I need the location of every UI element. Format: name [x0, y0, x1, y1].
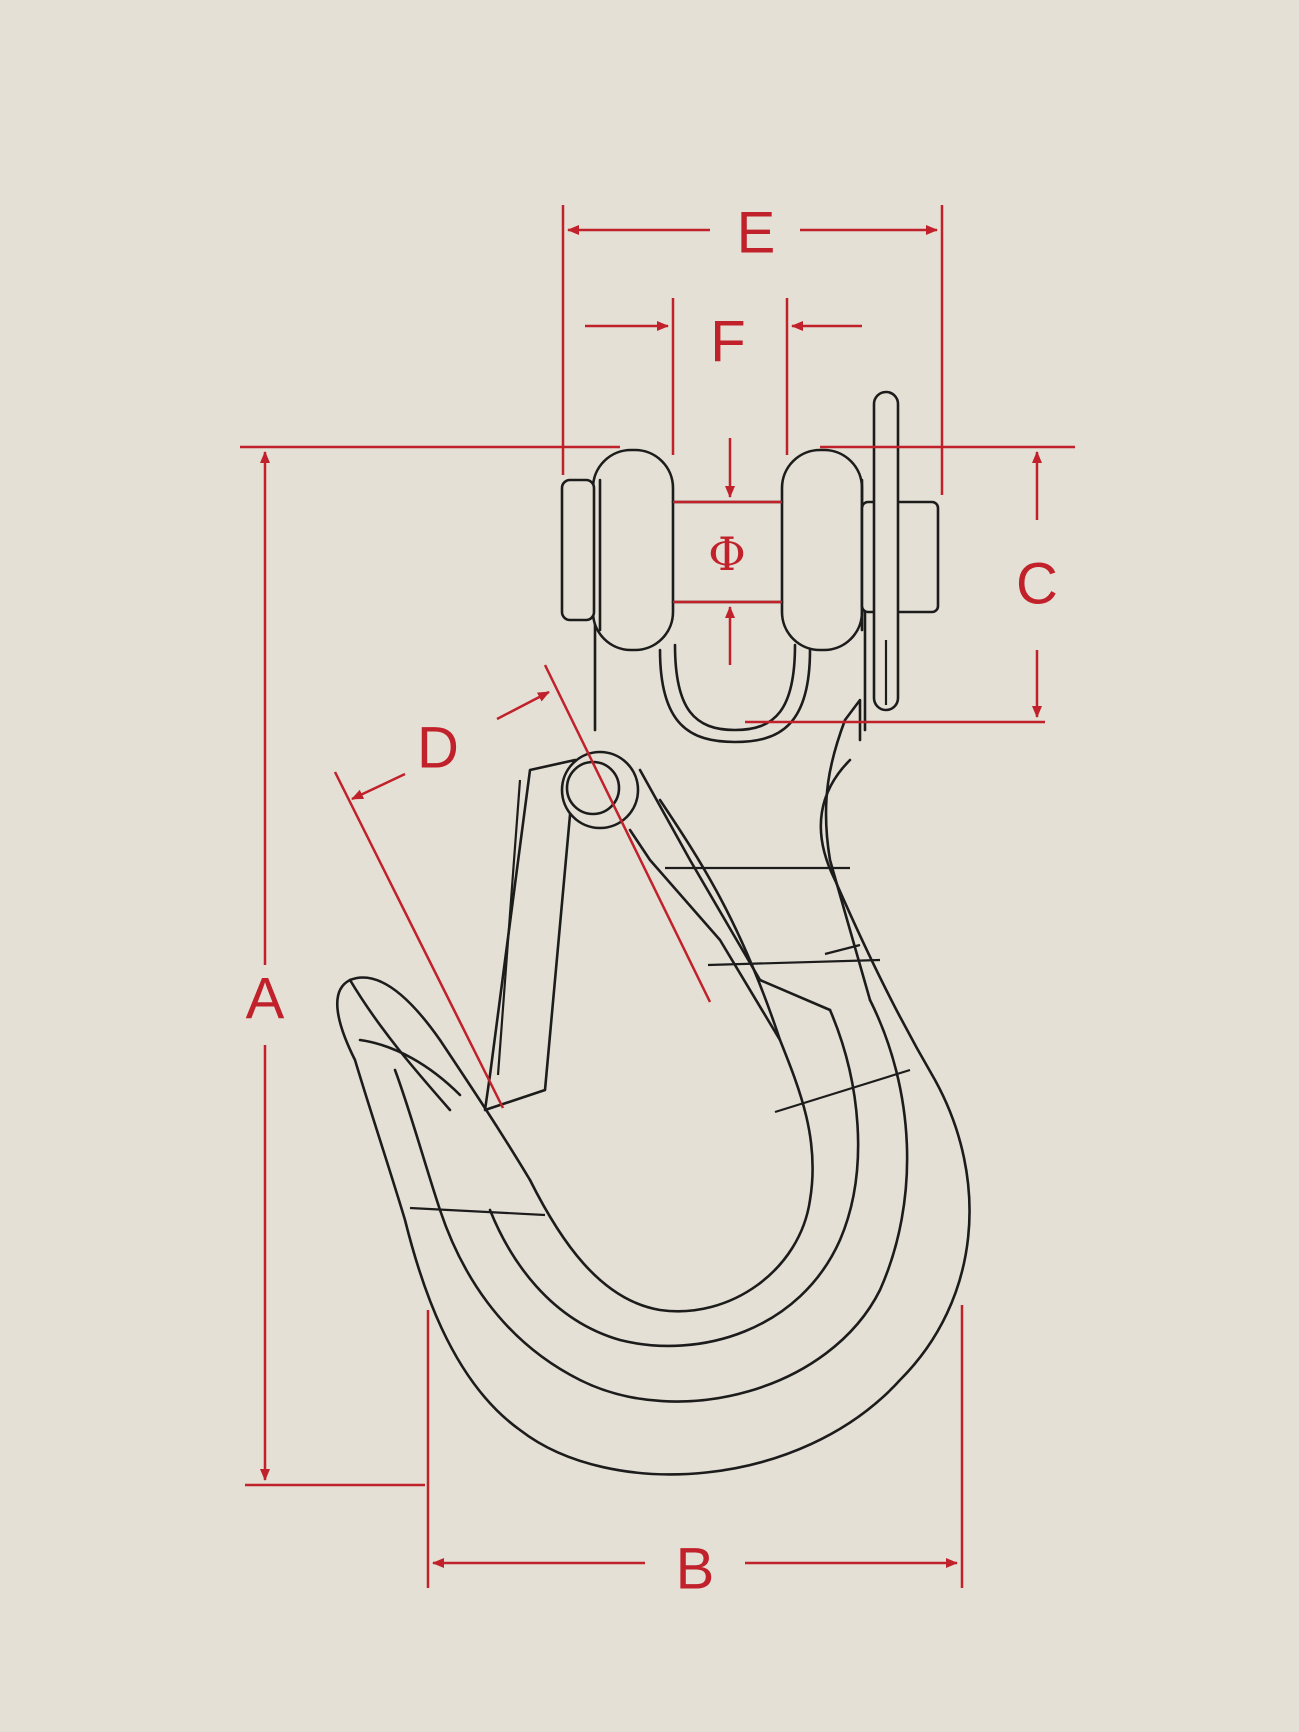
hook-inner-contour-2	[488, 1008, 860, 1348]
hook-shank-right	[824, 698, 872, 1002]
hook-shank-center	[658, 798, 782, 1042]
dimension-b-label: B	[676, 1536, 715, 1601]
hook-tip	[348, 978, 452, 1112]
dimension-a-label: A	[246, 966, 285, 1031]
clevis-slot	[673, 643, 797, 732]
hook-body-outline	[336, 758, 971, 1476]
safety-latch	[483, 758, 577, 1112]
dimension-d-arrow-inner	[496, 690, 550, 721]
dimension-labels: A B C D E F Φ	[246, 200, 1058, 1601]
hook-drawing	[336, 390, 971, 1476]
hook-inner-contour	[393, 998, 909, 1403]
clevis-ear-left	[591, 448, 675, 652]
clevis-ear-right	[780, 448, 864, 652]
cotter-pin	[872, 390, 900, 712]
clevis-pin-head	[560, 478, 596, 622]
hook-throat-outline	[528, 828, 814, 1313]
dimension-e-label: E	[737, 200, 776, 265]
dimension-lines	[240, 205, 1075, 1588]
hook-shank-left	[638, 768, 832, 1012]
dimension-d-arrow-outer	[351, 772, 406, 801]
dimension-d-label: D	[417, 715, 459, 780]
dimension-phi-label: Φ	[708, 527, 746, 581]
dimension-c-label: C	[1016, 551, 1058, 616]
dimension-f-label: F	[710, 309, 745, 374]
